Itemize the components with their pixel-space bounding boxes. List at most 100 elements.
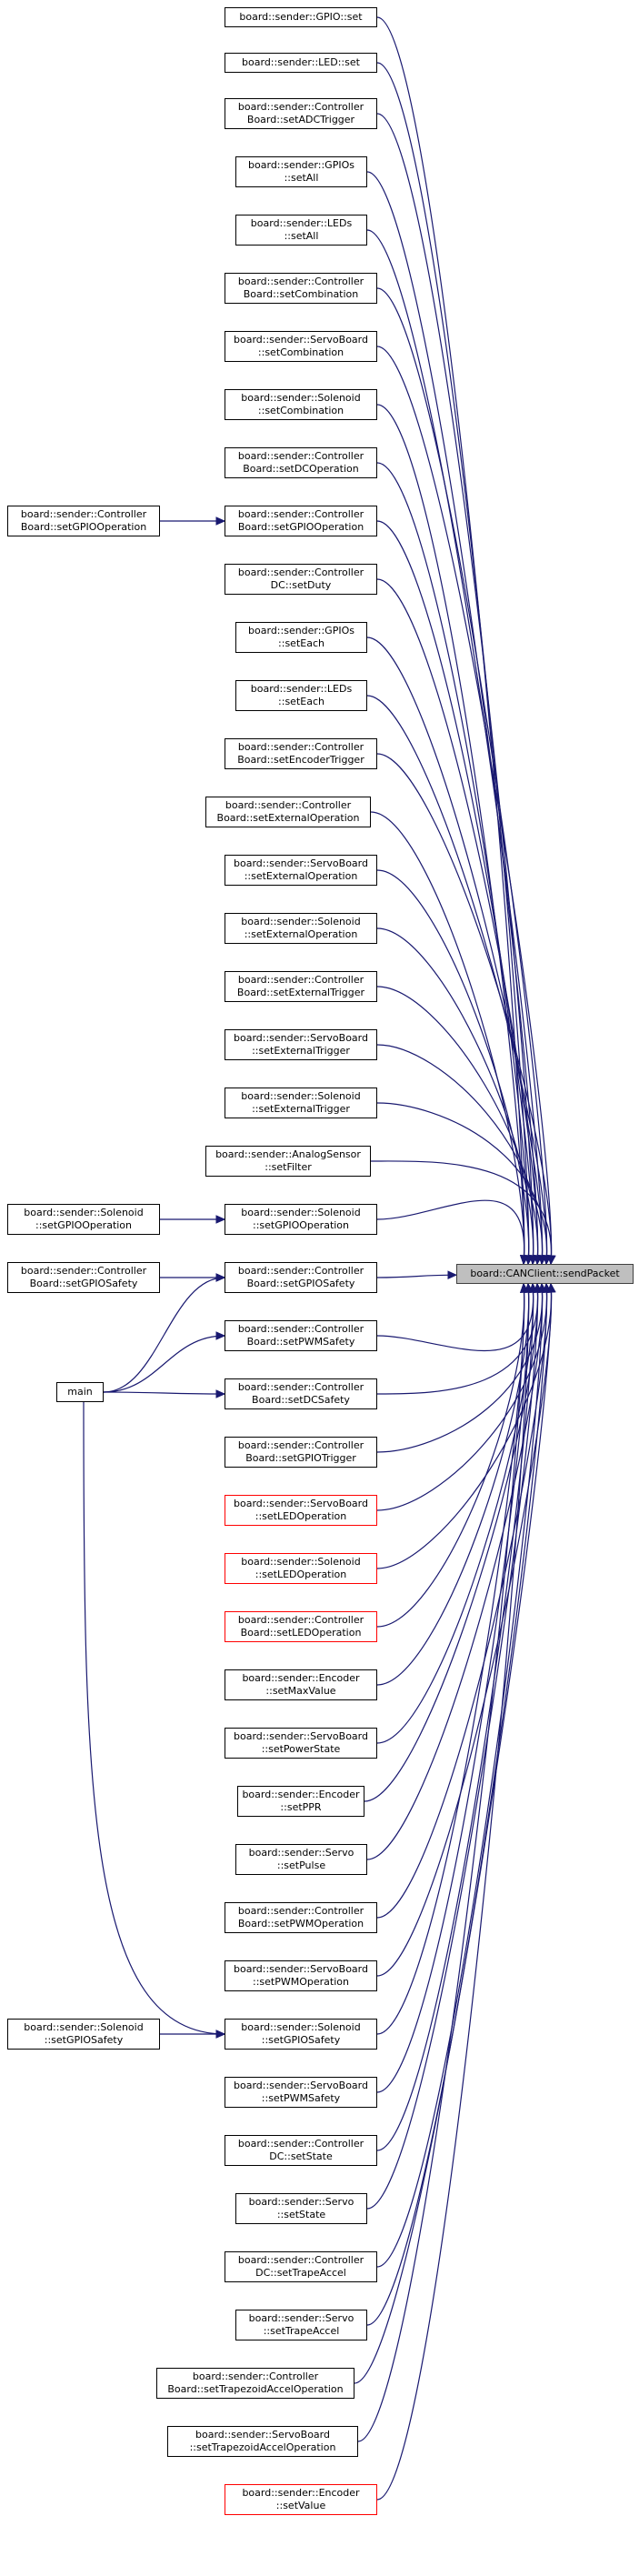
node-label-line: DC::setTrapeAccel (255, 2267, 346, 2279)
node-label-line: board::sender::Controller (237, 1439, 364, 1451)
node-label-line: board::sender::ServoBoard (234, 334, 368, 346)
node-label-line: board::sender::ServoBoard (234, 2080, 368, 2091)
call-edge (103, 1391, 225, 1395)
caller-node[interactable]: board::sender::LEDs::setAll (235, 215, 367, 246)
node-label-line: board::sender::Controller (237, 276, 364, 287)
caller-node[interactable]: board::sender::GPIOs::setEach (235, 622, 367, 653)
node-label-line: ::setAll (284, 230, 319, 242)
node-label-line: board::sender::Encoder (242, 2487, 360, 2499)
caller-node[interactable]: board::sender::ServoBoard::setPowerState (225, 1728, 377, 1759)
caller-node[interactable]: board::sender::Solenoid::setGPIOOperatio… (225, 1204, 377, 1235)
caller-node[interactable]: board::sender::Encoder::setValue (225, 2484, 377, 2515)
call-edge (366, 1283, 548, 2326)
node-label-line: board::sender::Controller (237, 1265, 364, 1277)
node-label-line: Board::setEncoderTrigger (237, 754, 364, 766)
node-label-line: board::sender::Controller (237, 741, 364, 753)
call-edge (357, 1283, 525, 2442)
caller-node[interactable]: board::sender::Solenoid::setCombination (225, 389, 377, 420)
caller-node[interactable]: board::sender::Encoder::setPPR (237, 1786, 364, 1817)
edge-arrowhead (547, 1282, 556, 1293)
outer-caller-node[interactable]: board::sender::Solenoid::setGPIOOperatio… (7, 1204, 160, 1235)
caller-node[interactable]: board::sender::GPIO::set (225, 7, 377, 27)
node-label-line: ::setExternalTrigger (252, 1045, 350, 1057)
node-label-line: Board::setCombination (243, 288, 359, 300)
call-edge (376, 1274, 457, 1278)
caller-node[interactable]: board::sender::ServoBoard::setPWMOperati… (225, 1960, 377, 1991)
node-label-line: ::setPPR (280, 1801, 322, 1813)
caller-node[interactable]: board::sender::LEDs::setEach (235, 680, 367, 711)
node-label-line: ::setEach (278, 637, 324, 649)
node-label-line: board::sender::Controller (192, 2371, 319, 2382)
node-label-line: board::sender::ServoBoard (234, 1730, 368, 1742)
edge-arrowhead (215, 2030, 226, 2039)
node-label-line: ::setGPIOOperation (35, 1219, 133, 1231)
caller-node[interactable]: board::sender::Servo::setPulse (235, 1844, 367, 1875)
caller-node[interactable]: board::sender::ServoBoard::setTrapezoidA… (167, 2426, 358, 2457)
caller-node[interactable]: board::sender::ServoBoard::setExternalOp… (225, 855, 377, 886)
call-edge (376, 1044, 544, 1265)
caller-node[interactable]: board::sender::ServoBoard::setLEDOperati… (225, 1495, 377, 1526)
node-label-line: board::sender::LEDs (250, 683, 353, 695)
node-label-line: board::sender::Controller (20, 508, 147, 520)
caller-node[interactable]: board::sender::LED::set (225, 53, 377, 73)
caller-node[interactable]: board::sender::ServoBoard::setPWMSafety (225, 2077, 377, 2108)
node-label-line: board::sender::Controller (237, 1905, 364, 1917)
node-label-line: ::setPowerState (261, 1743, 341, 1755)
node-label-line: ::setAll (284, 172, 319, 184)
call-edge (370, 1160, 552, 1265)
caller-node[interactable]: board::sender::GPIOs::setAll (235, 156, 367, 187)
node-label-line: board::sender::ServoBoard (195, 2429, 330, 2441)
caller-node[interactable]: board::sender::Solenoid::setGPIOSafety (225, 2019, 377, 2050)
node-label-line: ::setGPIOOperation (252, 1219, 350, 1231)
node-label-line: ::setCombination (257, 405, 344, 416)
node-label-line: ::setGPIOSafety (44, 2034, 124, 2046)
outer-caller-node[interactable]: main (56, 1382, 104, 1402)
caller-node[interactable]: board::sender::Solenoid::setLEDOperation (225, 1553, 377, 1584)
node-label-line: ::setValue (275, 2500, 326, 2511)
caller-node[interactable]: board::sender::Solenoid::setExternalOper… (225, 913, 377, 944)
call-edge (376, 1199, 525, 1265)
node-label-line: ::setMaxValue (265, 1685, 336, 1697)
caller-node[interactable]: board::sender::Servo::setTrapeAccel (235, 2310, 367, 2340)
target-node-sendpacket[interactable]: board::CANClient::sendPacket (456, 1264, 634, 1284)
node-label-line: board::sender::Controller (237, 101, 364, 113)
outer-caller-node[interactable]: board::sender::Solenoid::setGPIOSafety (7, 2019, 160, 2050)
node-label-line: board::sender::LEDs (250, 217, 353, 229)
caller-node[interactable]: board::sender::Encoder::setMaxValue (225, 1669, 377, 1700)
call-edge (370, 811, 525, 1265)
node-label-line: board::sender::Controller (237, 974, 364, 986)
caller-node[interactable]: board::sender::Servo::setState (235, 2193, 367, 2224)
edge-arrowhead (547, 1255, 556, 1266)
node-label-line: Board::setPWMSafety (246, 1336, 355, 1348)
call-edge (376, 1283, 534, 1744)
caller-node[interactable]: board::sender::AnalogSensor::setFilter (205, 1146, 371, 1177)
caller-node[interactable]: board::sender::ServoBoard::setCombinatio… (225, 331, 377, 362)
node-label-line: DC::setDuty (270, 579, 332, 591)
node-label-line: ::setLEDOperation (255, 1510, 347, 1522)
node-label-line: Board::setGPIOOperation (237, 521, 364, 533)
caller-node[interactable]: board::sender::ServoBoard::setExternalTr… (225, 1029, 377, 1060)
call-edge (376, 1283, 530, 2501)
caller-node[interactable]: board::sender::Solenoid::setExternalTrig… (225, 1088, 377, 1118)
node-label-line: board::sender::Controller (237, 450, 364, 462)
call-edge (376, 1283, 544, 1453)
